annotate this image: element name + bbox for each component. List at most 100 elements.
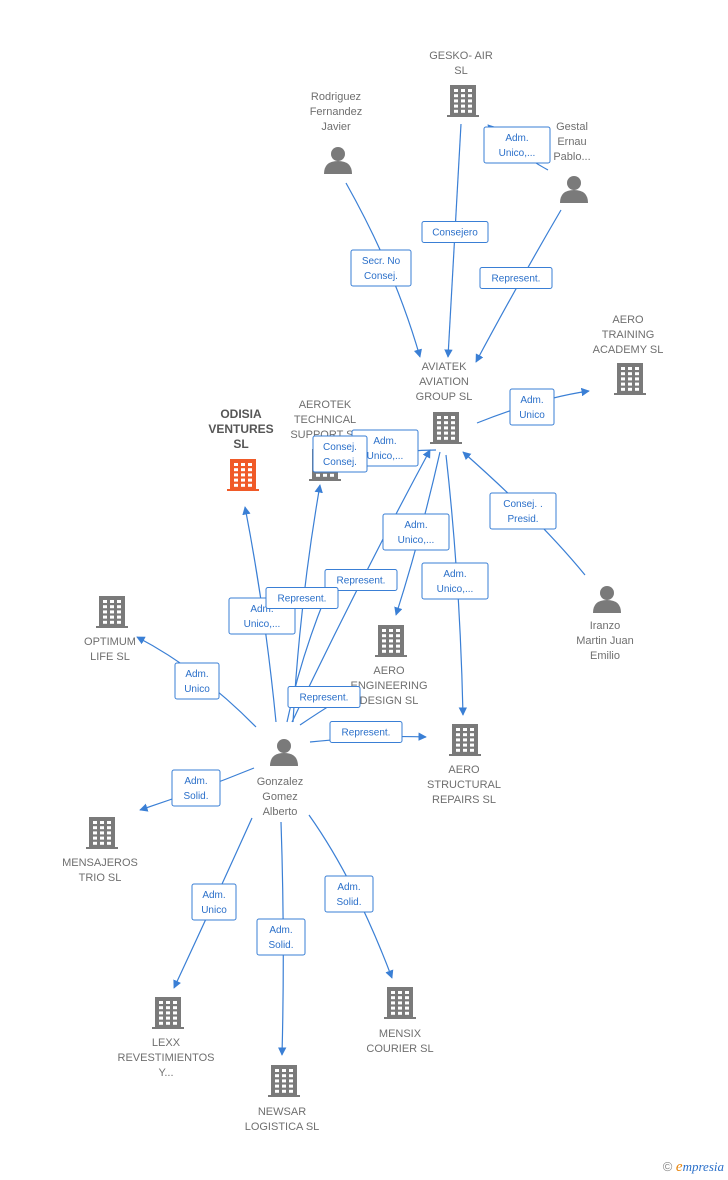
node-label: Martin Juan	[576, 635, 633, 647]
edge-label[interactable]: Represent.	[265, 587, 339, 609]
edge-label-text: Adm.	[269, 925, 292, 936]
node-label: Gonzalez	[257, 776, 303, 788]
edge-label-text: Consejero	[432, 228, 478, 239]
edge-label[interactable]: Adm. Solid.	[256, 918, 306, 956]
edge-label-text: Adm.	[185, 669, 208, 680]
node-label: GESKO- AIR	[429, 50, 493, 62]
edge-label-box	[287, 686, 361, 708]
edge-label-box	[324, 569, 398, 591]
node-label: Rodriguez	[311, 91, 361, 103]
node-label: Javier	[321, 121, 351, 133]
node-label: SL	[233, 437, 248, 451]
edge-label[interactable]: Adm.Unico	[174, 662, 220, 700]
building-icon	[227, 459, 259, 491]
edge-gonzalez-to-aerotek	[286, 597, 327, 723]
node-label: AVIATION	[419, 376, 469, 388]
edge-label-text: Consej.	[364, 271, 398, 282]
edge-label-text: Represent.	[278, 594, 327, 605]
edge-label-box	[479, 267, 553, 289]
edge-label-text: Consej.	[323, 457, 357, 468]
edge-label-text: Represent.	[492, 274, 541, 285]
edge-label[interactable]: Consej. .Presid.	[489, 492, 557, 530]
edge-label-box	[324, 875, 374, 913]
building-icon	[375, 625, 407, 657]
node-label: TECHNICAL	[294, 414, 356, 426]
edge-label[interactable]: Adm.Unico,...	[421, 562, 489, 600]
edge-label-box	[350, 249, 412, 287]
node-label: REVESTIMIENTOS	[118, 1052, 215, 1064]
node-label: Ernau	[557, 136, 586, 148]
node-label: LEXX	[152, 1037, 181, 1049]
edge-label[interactable]: Adm.Unico,...	[382, 513, 450, 551]
building-icon	[268, 1065, 300, 1097]
edge-label-text: Adm.	[337, 882, 360, 893]
logo-text: mpresia	[682, 1159, 724, 1174]
node-gestal[interactable]: GestalErnauPablo...	[553, 121, 591, 203]
edge-label[interactable]: Consejero	[421, 221, 489, 243]
edge-label-text: Adm.	[520, 395, 543, 406]
edge-label[interactable]: Secr. No Consej.	[350, 249, 412, 287]
nodes-layer: ODISIAVENTURESSLAEROTEKTECHNICALSUPPORT …	[62, 50, 663, 1133]
edge-label-text: Unico	[201, 905, 227, 916]
edge-label[interactable]: Adm. Unico,...	[483, 126, 551, 164]
node-label: AEROTEK	[299, 399, 352, 411]
edge-label-text: Secr. No	[362, 256, 401, 267]
edge-label-box	[421, 562, 489, 600]
node-label: ACADEMY SL	[593, 344, 664, 356]
edge-label-text: Adm.	[505, 133, 528, 144]
node-label: Emilio	[590, 650, 620, 662]
edge-label-text: Unico,...	[244, 619, 281, 630]
node-label: Y...	[158, 1067, 173, 1079]
node-lexx[interactable]: LEXX REVESTIMIENTOS Y...	[118, 997, 215, 1079]
node-label: TRAINING	[602, 329, 655, 341]
edge-label-box	[191, 883, 237, 921]
edge-label[interactable]: Adm.Solid.	[171, 769, 221, 807]
edge-label[interactable]: Adm.Unico,...	[351, 429, 419, 467]
building-icon	[96, 596, 128, 628]
edge-label[interactable]: Represent.	[324, 569, 398, 591]
edge-label[interactable]: Adm. Unico	[509, 388, 555, 426]
edge-label-text: Solid.	[268, 940, 293, 951]
edge-label-text: Adm.	[373, 436, 396, 447]
building-icon	[614, 363, 646, 395]
edge-label-box	[421, 221, 489, 243]
edge-label[interactable]: Adm. Solid.	[324, 875, 374, 913]
edge-label[interactable]: Adm.Unico	[191, 883, 237, 921]
edge-label-text: Unico	[519, 410, 545, 421]
person-icon	[560, 176, 588, 203]
node-label: REPAIRS SL	[432, 794, 496, 806]
node-label: Pablo...	[553, 151, 590, 163]
person-icon	[270, 739, 298, 766]
edge-label-box	[382, 513, 450, 551]
edge-label-text: Unico,...	[499, 148, 536, 159]
edge-label-text: Consej.	[323, 442, 357, 453]
node-label: NEWSAR	[258, 1106, 306, 1118]
edge-label-text: Solid.	[336, 897, 361, 908]
node-label: OPTIMUM	[84, 636, 136, 648]
edge-label[interactable]: Represent.	[329, 721, 403, 743]
building-icon	[447, 85, 479, 117]
edge-label[interactable]: Consej. Consej.	[312, 435, 368, 473]
building-icon	[384, 987, 416, 1019]
edge-label-box	[489, 492, 557, 530]
edge-label-text: Presid.	[507, 514, 538, 525]
edge-label[interactable]: Represent.	[479, 267, 553, 289]
building-icon	[449, 724, 481, 756]
empresia-logo[interactable]: © empresia	[663, 1159, 724, 1176]
edge-label[interactable]: Represent.	[287, 686, 361, 708]
